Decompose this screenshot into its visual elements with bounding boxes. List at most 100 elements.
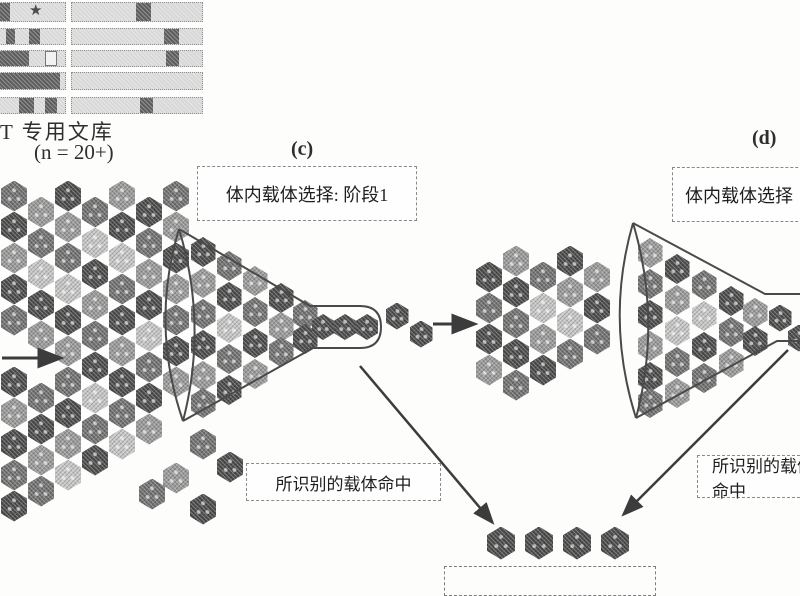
round2-pool-capsid-hexagon [476, 355, 502, 386]
library-pool-capsid-hexagon [82, 321, 108, 352]
bar-segment [29, 29, 40, 44]
library-pool-capsid-hexagon [28, 383, 54, 414]
final-hits-capsid-hexagon [525, 527, 553, 560]
library-pool-capsid-hexagon [1, 305, 27, 336]
round2-pool-capsid-hexagon [530, 262, 556, 293]
library-pool-capsid-hexagon [55, 305, 81, 336]
round2-pool-capsid-hexagon [530, 324, 556, 355]
library-pool-capsid-hexagon [136, 321, 162, 352]
library-pool-capsid-hexagon [109, 398, 135, 429]
library-pool-capsid-hexagon [1, 367, 27, 398]
library-pool-capsid-hexagon [139, 479, 165, 510]
genome-bar [71, 97, 203, 114]
identified-hits-box-right: 所识别的载体命中 [697, 455, 800, 498]
bar-segment [0, 73, 60, 89]
library-pool-capsid-hexagon [109, 243, 135, 274]
stage1-output-capsid-hexagon [410, 321, 433, 348]
funnel1-pool-capsid-hexagon [269, 337, 294, 367]
library-pool-capsid-hexagon [1, 491, 27, 522]
bar-segment [136, 3, 151, 21]
library-pool-capsid-hexagon [1, 398, 27, 429]
funnel2-pool-capsid-hexagon [665, 254, 690, 284]
round2-pool-capsid-hexagon [530, 293, 556, 324]
funnel1-pool-capsid-hexagon [217, 375, 242, 405]
stage1-output-capsid-hexagon [386, 303, 409, 330]
funnel2-pool-capsid-hexagon [692, 363, 717, 393]
funnel1-pool-capsid-hexagon [217, 282, 242, 312]
library-pool-capsid-hexagon [163, 212, 189, 243]
funnel2-pool-capsid-hexagon [665, 347, 690, 377]
library-pool-capsid-hexagon [109, 274, 135, 305]
panel-label-d: (d) [752, 127, 776, 150]
round2-pool-capsid-hexagon [503, 370, 529, 401]
library-pool-capsid-hexagon [1, 274, 27, 305]
bar-segment [140, 98, 153, 113]
funnel2-pool-capsid-hexagon [692, 301, 717, 331]
library-pool-capsid-hexagon [1, 429, 27, 460]
genome-bar [71, 2, 203, 22]
funnel1-pool-capsid-hexagon [217, 313, 242, 343]
library-pool-capsid-hexagon [28, 414, 54, 445]
funnel2-pool-capsid-hexagon [638, 269, 663, 299]
library-pool-capsid-hexagon [28, 197, 54, 228]
round2-pool-capsid-hexagon [503, 246, 529, 277]
round2-pool-capsid-hexagon [476, 324, 502, 355]
genome-bar [71, 72, 203, 90]
library-pool-capsid-hexagon [55, 398, 81, 429]
bar-segment [45, 98, 57, 113]
funnel1-pool-capsid-hexagon [243, 297, 268, 327]
funnel1-pool-capsid-hexagon [217, 251, 242, 281]
funnel1-pool-capsid-hexagon [191, 237, 216, 267]
library-pool-capsid-hexagon [190, 429, 216, 460]
bar-segment [164, 29, 179, 44]
funnel2-pool-capsid-hexagon [719, 317, 744, 347]
funnel1-pool-capsid-hexagon [191, 299, 216, 329]
funnel1-pool-capsid-hexagon [217, 344, 242, 374]
library-row-1: ★ [0, 2, 210, 22]
round2-pool-capsid-hexagon [476, 293, 502, 324]
funnel1-spout-hits-capsid-hexagon [334, 314, 356, 340]
library-pool-capsid-hexagon [1, 243, 27, 274]
library-row-3 [0, 50, 210, 67]
library-row-2 [0, 28, 210, 45]
funnel1-pool-capsid-hexagon [191, 388, 216, 418]
genome-bar [71, 50, 203, 67]
funnel2-pool-capsid-hexagon [692, 270, 717, 300]
library-pool-capsid-hexagon [163, 367, 189, 398]
library-pool-capsid-hexagon [55, 212, 81, 243]
library-pool-capsid-hexagon [55, 336, 81, 367]
round2-pool-capsid-hexagon [503, 308, 529, 339]
library-pool-capsid-hexagon [55, 181, 81, 212]
bar-segment [45, 51, 57, 66]
library-pool-capsid-hexagon [136, 383, 162, 414]
library-pool-capsid-hexagon [82, 290, 108, 321]
library-pool-capsid-hexagon [163, 336, 189, 367]
funnel2-pool-capsid-hexagon [692, 332, 717, 362]
round2-pool-capsid-hexagon [584, 324, 610, 355]
figure-stage: ★ T 专用文库 (n = 20+) (c) (d) 体内载体选择: 阶段1 体… [0, 0, 800, 577]
library-pool-capsid-hexagon [163, 181, 189, 212]
library-pool-capsid-hexagon [163, 243, 189, 274]
round2-pool-capsid-hexagon [503, 339, 529, 370]
variant-bar [0, 72, 66, 90]
round2-pool-capsid-hexagon [584, 262, 610, 293]
library-pool-capsid-hexagon [55, 367, 81, 398]
library-pool-capsid-hexagon [109, 367, 135, 398]
funnel2-pool-capsid-hexagon [743, 298, 768, 328]
library-pool-capsid-hexagon [136, 197, 162, 228]
library-pool-capsid-hexagon [28, 445, 54, 476]
library-pool-capsid-hexagon [1, 460, 27, 491]
library-pool-capsid-hexagon [82, 383, 108, 414]
library-pool-capsid-hexagon [28, 476, 54, 507]
library-pool-capsid-hexagon [163, 463, 189, 494]
funnel2-pool-capsid-hexagon [719, 286, 744, 316]
variant-bar [0, 97, 66, 114]
round2-pool-capsid-hexagon [557, 277, 583, 308]
funnel2-pool-capsid-hexagon [665, 316, 690, 346]
library-pool-capsid-hexagon [109, 305, 135, 336]
library-pool-capsid-hexagon [109, 212, 135, 243]
funnel2-pool-capsid-hexagon [638, 331, 663, 361]
funnel1-pool-capsid-hexagon [191, 361, 216, 391]
library-pool-capsid-hexagon [136, 259, 162, 290]
funnel2-pool-capsid-hexagon [638, 238, 663, 268]
